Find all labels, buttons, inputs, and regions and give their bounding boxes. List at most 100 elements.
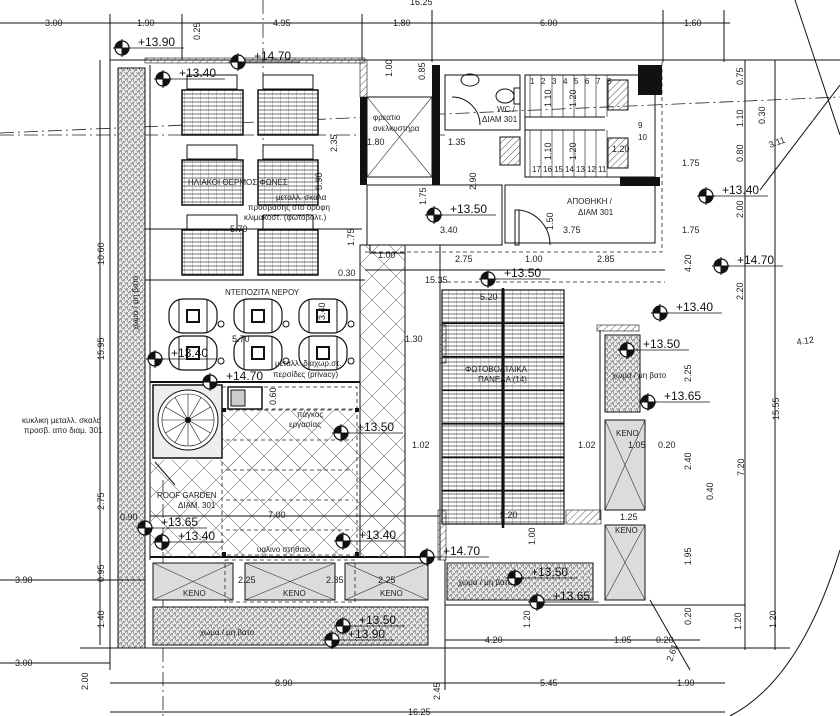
dimension-inner: 0.60	[268, 387, 278, 405]
dimension-right: 1.75	[682, 225, 700, 235]
level-marker: +13.65	[639, 389, 710, 411]
dimension-right: 2.00	[735, 200, 745, 218]
level-marker: +13.40	[146, 346, 217, 368]
dimension-bottom: 0.20	[656, 635, 674, 645]
dimension-inner: 0.30	[338, 268, 356, 278]
dimension-left: 10.60	[96, 242, 106, 265]
dimension-right: 2.40	[683, 452, 693, 470]
label-soil: χωμα / μη βατο	[458, 578, 513, 587]
dimension-inner: 2.25	[378, 575, 396, 585]
label-storage: ΔΙΑΜ 301	[578, 208, 614, 217]
label-elevator-shaft: ανελκυστηρα	[373, 124, 420, 133]
level-marker: +14.70	[418, 544, 489, 566]
pv-panel-row	[441, 389, 565, 425]
dimension-bottom: 1.90	[677, 678, 695, 688]
level-value: +13.90	[138, 35, 175, 49]
solar-water-heaters	[181, 74, 319, 276]
dimension-right: 1.75	[682, 158, 700, 168]
stair-step-number: 2	[541, 77, 546, 86]
level-value: +13.40	[722, 183, 759, 197]
level-value: +14.70	[254, 49, 291, 63]
label-wc: ΔΙΑΜ 301	[482, 115, 518, 124]
stair-step-number: 16	[543, 165, 552, 174]
level-marker: +13.40	[153, 529, 224, 551]
label-water-tanks: ΝΤΕΠΟΖΙΤΑ ΝΕΡΟΥ	[225, 288, 300, 297]
stair-step-number: 8	[607, 77, 612, 86]
void-bottom-1	[152, 562, 234, 601]
wc-room	[444, 73, 521, 166]
photovoltaic-panels	[441, 288, 565, 528]
level-value: +13.65	[161, 515, 198, 529]
stair-step-number: 9	[638, 121, 643, 130]
level-value: +13.65	[664, 389, 701, 403]
dimension-inner: 1.30	[405, 334, 423, 344]
dimension-bottom: 2.61	[664, 643, 679, 663]
label-soil: χωμα / μη βατο	[612, 371, 667, 380]
dimension-bottom: 1.20	[733, 612, 743, 630]
dimension-inner: 3.75	[563, 225, 581, 235]
dimension-left: 0.95	[96, 564, 106, 582]
level-value: +13.40	[178, 529, 215, 543]
dimension-bottom: 1.05	[614, 635, 632, 645]
level-value: +13.50	[359, 613, 396, 627]
left-planter	[117, 67, 146, 649]
water-tanks	[168, 298, 355, 371]
dimension-inner: 1.35	[448, 137, 466, 147]
level-value: +13.90	[348, 627, 385, 641]
dimension-inner: 1.05	[628, 440, 646, 450]
water-tank	[233, 335, 290, 371]
dimension-inner: 1.20	[568, 142, 578, 160]
label-pv-panels: ΦΩΤΟΒΟΛΤΑΙΚΑ	[465, 365, 528, 374]
dimension-inner: 2.35	[326, 575, 344, 585]
level-marker: +13.65	[528, 589, 599, 611]
dimension-inner: 8.90	[314, 172, 324, 190]
dimension-left: 15.95	[96, 337, 106, 360]
level-value: +13.50	[504, 266, 541, 280]
label-wc: WC /	[497, 105, 516, 114]
dimension-bottom: 5.45	[540, 678, 558, 688]
dimension-inner: 1.20	[522, 610, 532, 628]
dimension-left: 3.90	[15, 575, 33, 585]
level-marker: +14.70	[712, 253, 783, 275]
dimension-left: 1.40	[96, 610, 106, 628]
dimension-right: 4.12	[796, 335, 815, 347]
dimension-top: 6.00	[540, 18, 558, 28]
level-value: +13.40	[179, 66, 216, 80]
stair-step-number: 14	[565, 165, 574, 174]
label-workbench: πάγκος	[297, 410, 323, 419]
dimension-inner: 2.75	[455, 254, 473, 264]
label-void: ΚΕΝΟ	[183, 589, 206, 598]
label-void: ΚΕΝΟ	[616, 429, 639, 438]
level-marker: +14.70	[201, 369, 272, 391]
stair-step-number: 6	[585, 77, 590, 86]
stair-step-number: 4	[563, 77, 568, 86]
label-pv-panels: ΠΑΝΕΛΑ (14)	[478, 375, 527, 384]
dimension-inner: 1.20	[612, 144, 630, 154]
level-value: +13.40	[171, 346, 208, 360]
dimension-inner: 0.20	[658, 440, 676, 450]
level-marker: +13.90	[323, 627, 394, 649]
void-right-2	[604, 524, 646, 601]
label-spiral-stair: κυκλικη μεταλλ. σκαλα	[22, 416, 101, 425]
label-privacy-louvres: περσίδες (privacy)	[273, 370, 338, 379]
label-soil: χωμα / μη βατο	[200, 628, 255, 637]
label-soil: χωμα / μη βατο	[131, 275, 140, 330]
label-storage: ΑΠΟΘΗΚΗ /	[567, 197, 613, 206]
dimension-right: 3.11	[767, 135, 786, 150]
label-roof-garden: ΔΙΑΜ. 301	[178, 501, 216, 510]
dimension-inner: 2.25	[238, 575, 256, 585]
dimension-inner: 5.20	[480, 292, 498, 302]
stair-step-number: 17	[532, 165, 541, 174]
level-marker: +13.50	[425, 202, 496, 224]
stair-step-number: 12	[587, 165, 596, 174]
pv-panel-row	[441, 356, 565, 391]
level-marker: +13.50	[506, 565, 577, 587]
dimension-right: 7.20	[736, 458, 746, 476]
main-stair	[524, 65, 662, 186]
level-marker: +13.40	[334, 528, 405, 550]
label-elevator-shaft: φρεατιο	[373, 113, 401, 122]
level-marker: +13.40	[154, 66, 225, 88]
dimension-inner: 1.00	[525, 254, 543, 264]
dimension-inner: 1.75	[418, 187, 428, 205]
dimension-top: 3.00	[45, 18, 63, 28]
